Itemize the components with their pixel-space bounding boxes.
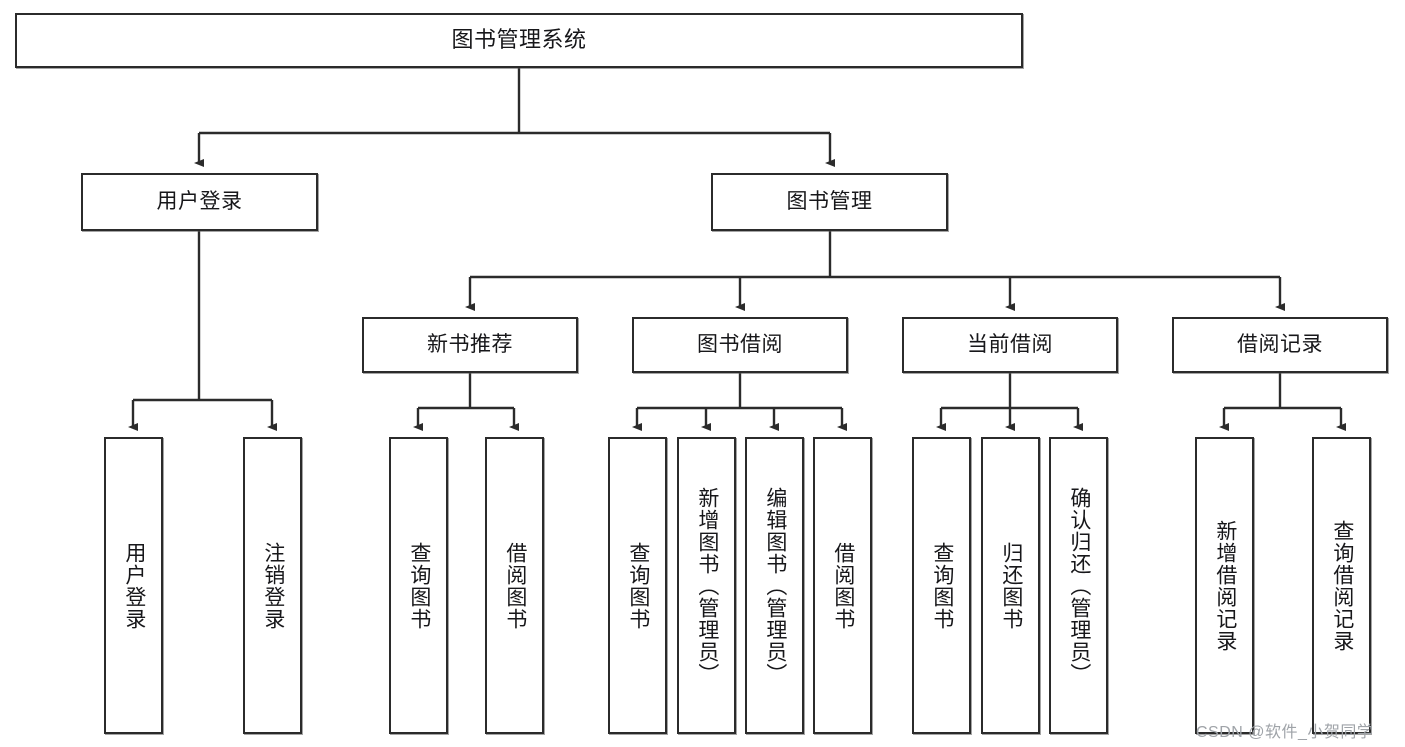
node-user-login[interactable]: 用户登录 <box>81 173 318 231</box>
node-leaf-edit-book-label: 编辑图书（管理员） <box>763 486 787 685</box>
node-leaf-borrow-book-2-label: 借阅图书 <box>831 541 855 630</box>
node-leaf-query-book-1[interactable]: 查询图书 <box>389 437 448 734</box>
node-leaf-add-record[interactable]: 新增借阅记录 <box>1195 437 1254 734</box>
csdn-watermark: CSDN @软件_小贺同学 <box>1196 724 1374 741</box>
node-leaf-confirm-return-label: 确认归还（管理员） <box>1067 486 1091 685</box>
node-leaf-borrow-book-2[interactable]: 借阅图书 <box>813 437 872 734</box>
node-leaf-query-book-2-label: 查询图书 <box>626 541 650 630</box>
node-book-borrow[interactable]: 图书借阅 <box>632 317 848 373</box>
node-root-label: 图书管理系统 <box>451 27 587 53</box>
node-leaf-query-record-label: 查询借阅记录 <box>1330 519 1354 652</box>
node-leaf-return-book-label: 归还图书 <box>999 541 1023 630</box>
node-borrow-record-label: 借阅记录 <box>1237 333 1323 357</box>
node-leaf-query-book-1-label: 查询图书 <box>407 541 431 630</box>
node-leaf-query-book-3[interactable]: 查询图书 <box>912 437 971 734</box>
node-leaf-add-book-label: 新增图书（管理员） <box>695 486 719 685</box>
node-current-borrow-label: 当前借阅 <box>967 333 1053 357</box>
node-leaf-query-book-2[interactable]: 查询图书 <box>608 437 667 734</box>
node-leaf-edit-book[interactable]: 编辑图书（管理员） <box>745 437 804 734</box>
node-leaf-borrow-book-1-label: 借阅图书 <box>503 541 527 630</box>
node-current-borrow[interactable]: 当前借阅 <box>902 317 1118 373</box>
node-leaf-query-book-3-label: 查询图书 <box>930 541 954 630</box>
node-leaf-return-book[interactable]: 归还图书 <box>981 437 1040 734</box>
node-leaf-add-record-label: 新增借阅记录 <box>1213 519 1237 652</box>
node-new-book-recommend[interactable]: 新书推荐 <box>362 317 578 373</box>
node-book-management-label: 图书管理 <box>786 190 873 214</box>
node-new-book-recommend-label: 新书推荐 <box>427 333 513 357</box>
node-book-management[interactable]: 图书管理 <box>711 173 948 231</box>
node-leaf-borrow-book-1[interactable]: 借阅图书 <box>485 437 544 734</box>
node-leaf-user-login-label: 用户登录 <box>122 541 146 630</box>
node-leaf-logout-login-label: 注销登录 <box>261 541 285 630</box>
node-leaf-logout-login[interactable]: 注销登录 <box>243 437 302 734</box>
node-user-login-label: 用户登录 <box>156 190 243 214</box>
node-leaf-user-login[interactable]: 用户登录 <box>104 437 163 734</box>
node-borrow-record[interactable]: 借阅记录 <box>1172 317 1388 373</box>
node-leaf-query-record[interactable]: 查询借阅记录 <box>1312 437 1371 734</box>
node-leaf-add-book[interactable]: 新增图书（管理员） <box>677 437 736 734</box>
node-leaf-confirm-return[interactable]: 确认归还（管理员） <box>1049 437 1108 734</box>
node-root[interactable]: 图书管理系统 <box>15 13 1023 68</box>
node-book-borrow-label: 图书借阅 <box>697 333 783 357</box>
